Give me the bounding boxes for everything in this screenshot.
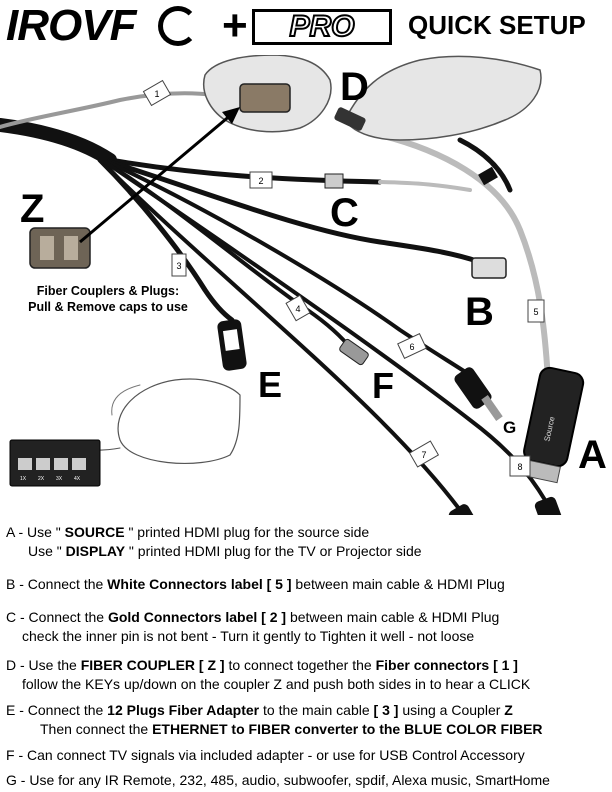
cable-tag: 6 bbox=[409, 342, 414, 352]
callout-g: G bbox=[503, 418, 516, 437]
instruction-e-cont: Then connect the ETHERNET to FIBER conve… bbox=[40, 721, 543, 737]
fiber-logo-icon bbox=[158, 6, 198, 46]
callout-e: E bbox=[258, 364, 282, 405]
instruction-e: E - Connect the 12 Plugs Fiber Adapter t… bbox=[6, 702, 513, 718]
callout-z: Z bbox=[20, 187, 44, 231]
instruction-c: C - Connect the Gold Connectors label [ … bbox=[6, 609, 500, 625]
instruction-a: A - Use " SOURCE " printed HDMI plug for… bbox=[6, 524, 370, 540]
cable-tag: 8 bbox=[517, 462, 522, 472]
cable-tag: 3 bbox=[176, 261, 181, 271]
cable-tag: 4 bbox=[295, 304, 300, 314]
callout-c: C bbox=[330, 191, 359, 235]
port-label: 3X bbox=[56, 476, 63, 482]
callout-d: D bbox=[340, 65, 369, 109]
header: IROVF + PRO QUICK SETUP bbox=[0, 0, 612, 52]
port-label: 4X bbox=[74, 476, 81, 482]
cable-tag: 2 bbox=[258, 176, 263, 186]
instruction-f: F - Can connect TV signals via included … bbox=[6, 747, 525, 763]
cable-tag: 7 bbox=[421, 450, 426, 460]
brand-logo: IROVF bbox=[6, 1, 136, 50]
instruction-a-cont: Use " DISPLAY " printed HDMI plug for th… bbox=[28, 543, 422, 559]
instruction-d-cont: follow the KEYs up/down on the coupler Z… bbox=[22, 676, 531, 692]
callout-b: B bbox=[465, 290, 494, 334]
pro-badge: PRO bbox=[252, 9, 392, 45]
page-title: QUICK SETUP bbox=[408, 10, 586, 40]
cable-tag: 5 bbox=[533, 307, 538, 317]
caption-line: Fiber Couplers & Plugs: bbox=[36, 284, 180, 298]
instruction-c-cont: check the inner pin is not bent - Turn i… bbox=[22, 628, 475, 644]
callout-a: A bbox=[578, 433, 607, 477]
port-label: 2X bbox=[38, 476, 45, 482]
coupler-caption: Fiber Couplers & Plugs: Pull & Remove ca… bbox=[4, 283, 212, 315]
caption-line: Pull & Remove caps to use bbox=[28, 300, 188, 314]
instruction-g: G - Use for any IR Remote, 232, 485, aud… bbox=[6, 772, 550, 788]
cable-tag: 1 bbox=[154, 89, 159, 99]
cable-illustration: Source 1X 2X 3X 4X 1 2 3 4 5 6 7 8 D C B bbox=[0, 55, 607, 515]
brand-plus: + bbox=[222, 1, 248, 50]
instruction-d: D - Use the FIBER COUPLER [ Z ] to conne… bbox=[6, 657, 518, 673]
port-label: 1X bbox=[20, 476, 27, 482]
instruction-b: B - Connect the White Connectors label [… bbox=[6, 576, 505, 592]
callout-f: F bbox=[372, 365, 394, 406]
